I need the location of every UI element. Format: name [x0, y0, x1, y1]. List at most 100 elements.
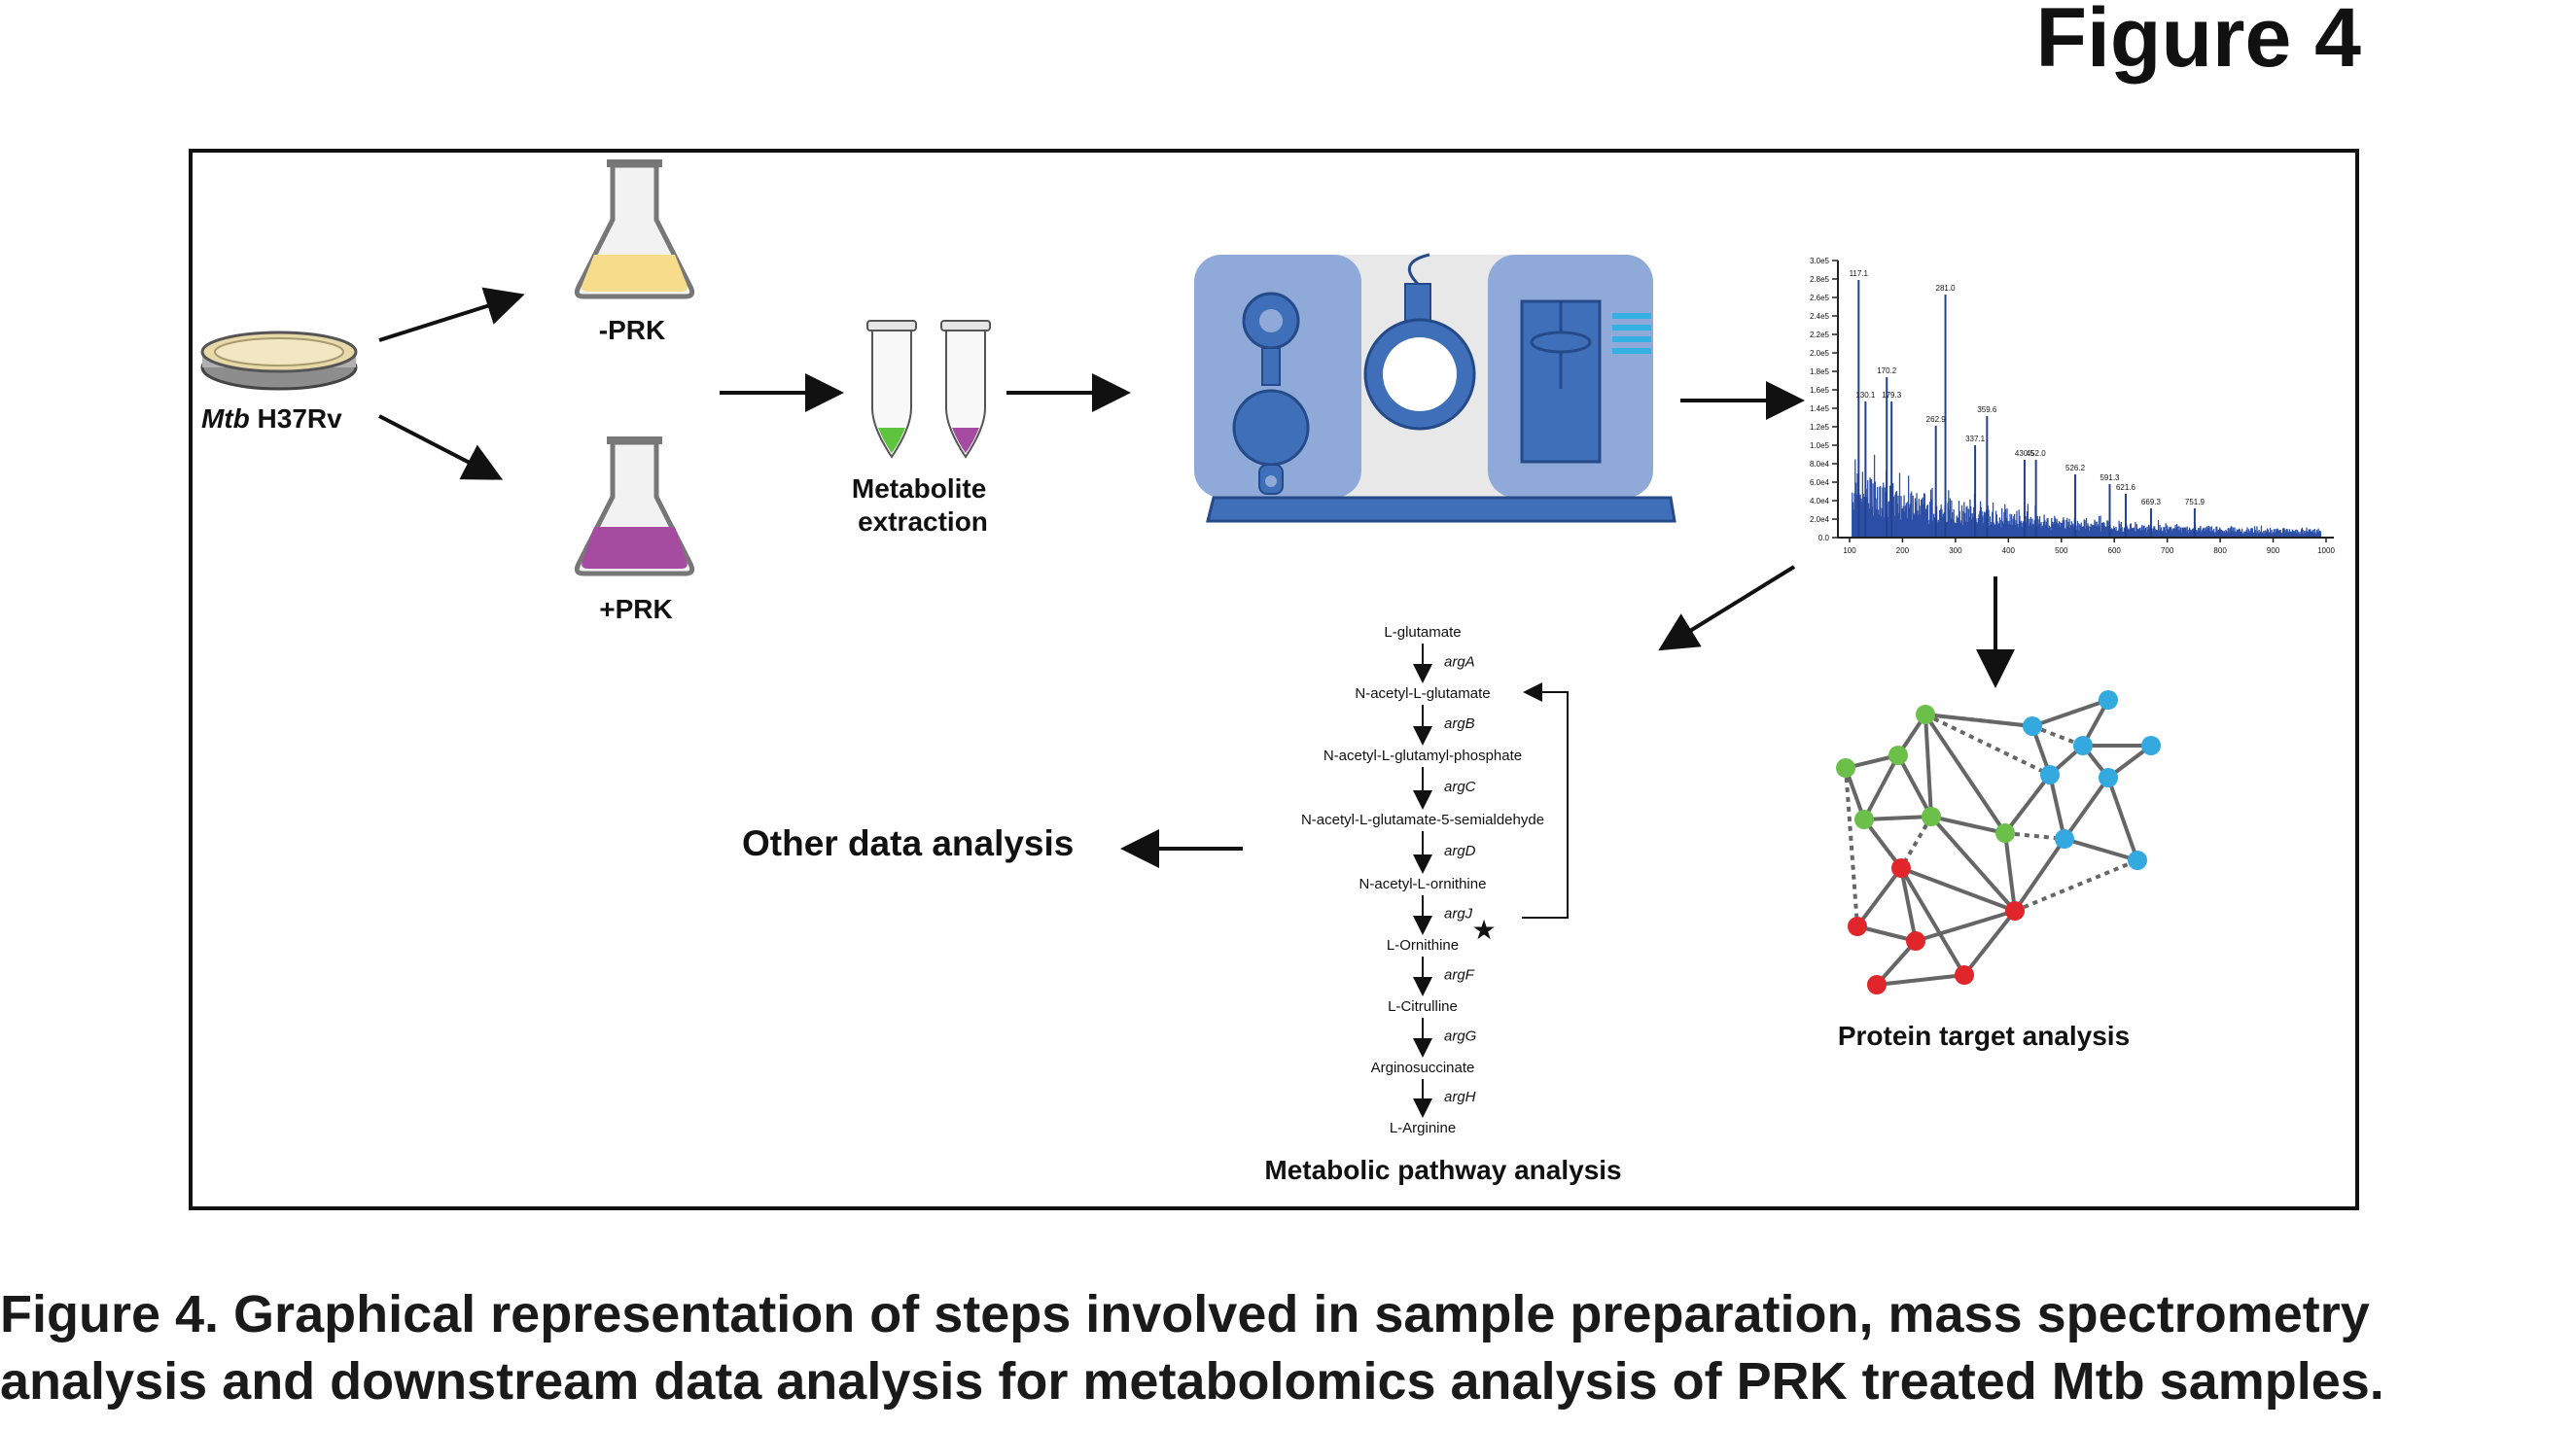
spectrum-x-tick: 1000 [2317, 546, 2335, 555]
spectrum-y-tick: 2.0e4 [1810, 515, 1830, 524]
spectrum-y-tick: 1.8e5 [1810, 367, 1830, 376]
diagram-canvas: Figure 4 Mtb H37Rv -PRK +PRK [189, 0, 2361, 1210]
spectrum-x-tick: 300 [1949, 546, 1962, 555]
protein-network [1836, 690, 2161, 994]
pathway-metabolite: Arginosuccinate [1371, 1060, 1475, 1076]
spectrum-peak-label: 130.1 [1855, 391, 1876, 400]
network-node [1995, 823, 2015, 843]
caption-line-1: Figure 4. Graphical representation of st… [0, 1285, 2370, 1343]
pathway-title: Metabolic pathway analysis [1264, 1155, 1621, 1185]
network-node [2073, 736, 2093, 755]
pathway-feedback-line [1522, 682, 1569, 919]
pathway-metabolite: L-Arginine [1390, 1120, 1456, 1136]
network-edge [2031, 698, 2109, 728]
network-node [1906, 931, 1925, 951]
flask-minus-label: -PRK [599, 315, 665, 345]
caption-line-2: analysis and downstream data analysis fo… [0, 1352, 2384, 1411]
arrow-dish-to-minus [378, 287, 525, 342]
spectrum-y-tick: 2.4e5 [1810, 312, 1830, 321]
spectrum-y-tick: 2.8e5 [1810, 275, 1830, 284]
spectrum-x-tick: 500 [2055, 546, 2068, 555]
spectrum-peak-label: 281.0 [1936, 284, 1957, 293]
spectrum-peak-label: 452.0 [2027, 449, 2047, 458]
spectrum-x-tick: 400 [2002, 546, 2016, 555]
network-edge [1876, 973, 1965, 987]
spectrum-peak-label: 337.1 [1965, 435, 1986, 443]
spectrum-y-tick: 1.2e5 [1810, 423, 1830, 432]
network-node [1888, 746, 1908, 765]
network-node [1848, 917, 1867, 936]
network-edge [1862, 818, 1903, 870]
network-node [1916, 705, 1935, 724]
network-node [2023, 716, 2042, 736]
flask-plus-icon [574, 436, 695, 576]
network-edge [1899, 866, 1966, 977]
pathway-metabolite: N-acetyl-L-glutamate-5-semialdehyde [1301, 812, 1544, 828]
pathway-enzyme: argH [1444, 1089, 1476, 1105]
arrow-to-pathway [1658, 565, 1796, 651]
network-edge [1856, 924, 1917, 943]
spectrum-y-ticks: 3.0e52.8e52.6e52.4e52.2e52.0e51.8e51.6e5… [1810, 257, 1838, 542]
highlight-star-icon: ★ [1471, 915, 1496, 945]
pathway-metabolite: N-acetyl-L-glutamyl-phosphate [1323, 748, 1522, 764]
network-node [2055, 829, 2074, 849]
spectrum-peak-label: 591.3 [2100, 473, 2120, 482]
network-node [2040, 765, 2060, 784]
network-edge [2003, 773, 2052, 835]
metabolic-pathway: L-glutamateN-acetyl-L-glutamateN-acetyl-… [1301, 624, 1544, 1136]
network-node [1836, 758, 1855, 778]
spectrum-x-tick: 100 [1843, 546, 1856, 555]
spectrum-y-tick: 3.0e5 [1810, 257, 1830, 265]
network-edge-dashed [1844, 767, 1859, 927]
spectrum-y-tick: 2.0e5 [1810, 349, 1830, 358]
pathway-enzyme: argF [1444, 967, 1475, 984]
network-edge [1962, 909, 2017, 977]
pathway-metabolite: L-Ornithine [1387, 937, 1459, 954]
network-edge [1863, 815, 1932, 821]
network-edge [1855, 866, 1903, 928]
network-node [1854, 810, 1874, 829]
network-edge-dashed [1924, 713, 2051, 777]
spectrum-y-tick: 0.0 [1818, 534, 1830, 542]
spectrum-peaks [1852, 280, 2322, 538]
network-edge [1875, 939, 1918, 987]
spectrum-x-tick: 800 [2213, 546, 2227, 555]
extraction-label: Metabolite extraction [852, 473, 994, 537]
pathway-enzyme: argC [1444, 779, 1476, 795]
pathway-metabolite: L-Citrulline [1388, 998, 1458, 1015]
spectrum-peak-label: 359.6 [1977, 405, 1997, 414]
spectrum-peak-label: 117.1 [1850, 269, 1869, 278]
network-edge-dashed [1899, 815, 1933, 870]
network-edge [1862, 754, 1900, 820]
petri-dish-icon [200, 331, 358, 391]
network-edge [1900, 866, 2016, 913]
network-node [1891, 858, 1911, 878]
figure-frame [189, 149, 2359, 1210]
pathway-enzyme: argD [1444, 843, 1476, 859]
spectrum-peak-label: 430.5 [2015, 449, 2035, 458]
pathway-metabolite: N-acetyl-L-ornithine [1359, 876, 1487, 892]
network-edge [1923, 713, 2007, 835]
spectrum-y-tick: 1.6e5 [1810, 386, 1830, 395]
spectrum-peak-label: 262.9 [1926, 415, 1947, 424]
spectrum-y-tick: 1.0e5 [1810, 441, 1830, 450]
pathway-enzyme: argG [1444, 1028, 1477, 1045]
network-edge [1915, 909, 2016, 943]
spectrum-peak-label: 751.9 [2185, 498, 2205, 506]
spectrum-peak-label: 170.2 [1877, 366, 1897, 375]
spectrum-x-tick: 700 [2161, 546, 2174, 555]
spectrum-y-tick: 8.0e4 [1810, 460, 1830, 469]
spectrum-y-tick: 4.0e4 [1810, 497, 1830, 505]
flask-minus-icon [574, 159, 695, 299]
pathway-enzyme: argB [1444, 715, 1475, 732]
network-edge [2063, 776, 2110, 841]
network-edge [2013, 837, 2066, 913]
tube-green-icon [866, 320, 917, 459]
network-edge [2003, 832, 2017, 912]
network-edge [1899, 867, 1918, 942]
network-node [2099, 690, 2118, 710]
network-edge-dashed [2004, 831, 2065, 841]
network-edge [1896, 754, 1933, 818]
